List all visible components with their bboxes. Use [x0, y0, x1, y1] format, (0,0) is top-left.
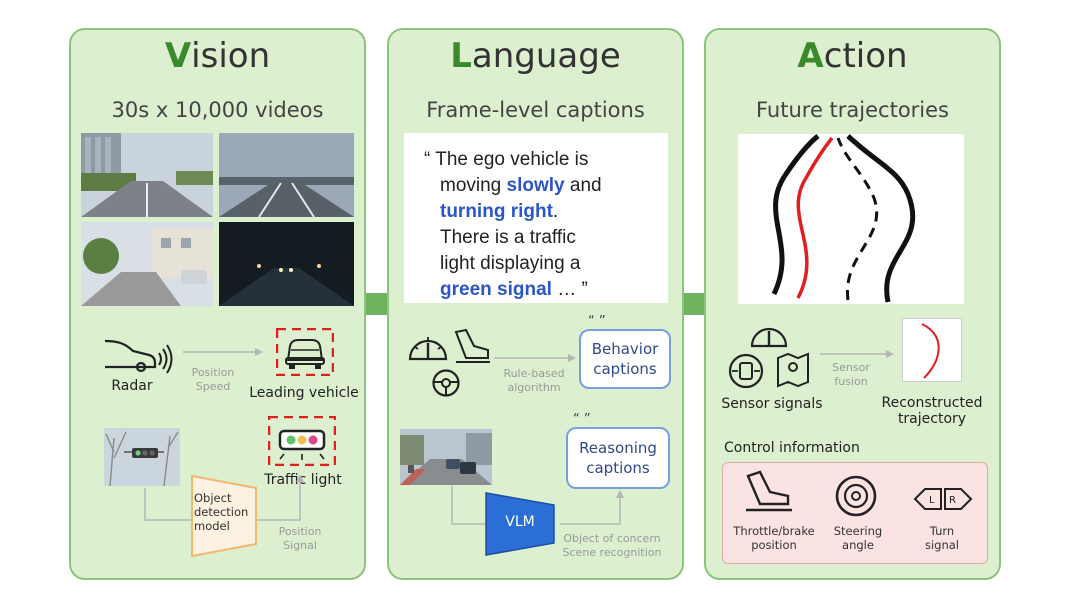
vlm-label: VLM: [494, 514, 546, 530]
quote-line-5: light displaying a: [424, 251, 658, 277]
vision-subtitle: 30s x 10,000 videos: [69, 98, 366, 122]
control-label-turn-signal: Turn signal: [912, 524, 972, 552]
rule-based-arrow: [494, 353, 576, 363]
action-title-rest: ction: [824, 36, 908, 76]
radar-car-icon: [103, 333, 173, 377]
action-subtitle: Future trajectories: [704, 98, 1001, 122]
language-title: Language: [387, 36, 684, 76]
video-thumbnail-residential: [81, 222, 213, 306]
behavior-quote-marks: “ ”: [588, 314, 606, 329]
detector-arrow-label: Position Signal: [270, 525, 330, 553]
svg-text:R: R: [949, 495, 956, 506]
quote-line-4: There is a traffic: [424, 225, 658, 251]
speedometer-icon: [406, 331, 450, 363]
control-information-title: Control information: [724, 440, 860, 456]
radar-to-vehicle-arrow: [183, 347, 263, 357]
language-title-rest: anguage: [472, 36, 621, 76]
action-title-initial: A: [797, 36, 823, 76]
reasoning-captions-label: Reasoning captions: [579, 438, 657, 478]
turn-signal-icon: L R: [913, 487, 973, 511]
sensor-fusion-arrow: [820, 349, 894, 359]
sensor-gauge-icon: [749, 320, 789, 350]
vision-title: Vision: [69, 36, 366, 76]
pedal-foot-icon: [452, 328, 492, 364]
control-label-steering: Steering angle: [826, 524, 890, 552]
rule-based-algorithm-label: Rule-based algorithm: [495, 367, 573, 395]
sensor-map-icon: [776, 352, 810, 388]
throttle-brake-icon: [744, 470, 794, 514]
control-label-throttle: Throttle/brake position: [726, 524, 822, 552]
sensor-signals-label: Sensor signals: [714, 396, 830, 412]
video-thumbnail-night-road: [219, 222, 354, 306]
steering-wheel-icon: [431, 368, 461, 398]
radar-label: Radar: [110, 378, 154, 394]
reasoning-quote-marks: “ ”: [573, 412, 591, 427]
object-detection-model-label: Object detection model: [194, 491, 250, 533]
future-trajectory-road: [738, 134, 964, 304]
language-subtitle: Frame-level captions: [387, 98, 684, 122]
quote-line-3: turning right.: [424, 199, 658, 225]
vlm-arrow-label: Object of concern Scene recognition: [556, 532, 668, 560]
steering-angle-icon: [834, 474, 878, 518]
video-thumbnail-dusk-highway: [219, 133, 354, 217]
video-thumbnail-day-road: [81, 133, 213, 217]
radar-arrow-label: Position Speed: [186, 366, 240, 394]
reasoning-traffic-photo: [400, 429, 492, 485]
reconstructed-trajectory-plot: [902, 318, 962, 382]
quote-line-1: “ The ego vehicle is: [424, 147, 658, 173]
behavior-captions-label: Behavior captions: [592, 339, 659, 379]
traffic-light-detection-icon: [268, 416, 336, 466]
reconstructed-trajectory-label: Reconstructed trajectory: [874, 395, 990, 427]
sensor-fusion-label: Sensor fusion: [822, 361, 880, 389]
quote-line-2: moving slowly and: [424, 173, 658, 199]
leading-vehicle-label: Leading vehicle: [244, 385, 364, 401]
caption-quote-box: “ The ego vehicle is moving slowly and t…: [404, 133, 668, 303]
behavior-captions-box: Behavior captions: [579, 329, 671, 389]
vision-title-rest: ision: [191, 36, 270, 76]
leading-vehicle-icon: [276, 328, 334, 376]
vision-title-initial: V: [165, 36, 191, 76]
action-title: Action: [704, 36, 1001, 76]
svg-text:L: L: [929, 495, 935, 506]
sensor-car-icon: [726, 352, 766, 390]
language-title-initial: L: [450, 36, 472, 76]
reasoning-captions-box: Reasoning captions: [566, 427, 670, 489]
quote-line-6: green signal … ”: [424, 277, 658, 303]
